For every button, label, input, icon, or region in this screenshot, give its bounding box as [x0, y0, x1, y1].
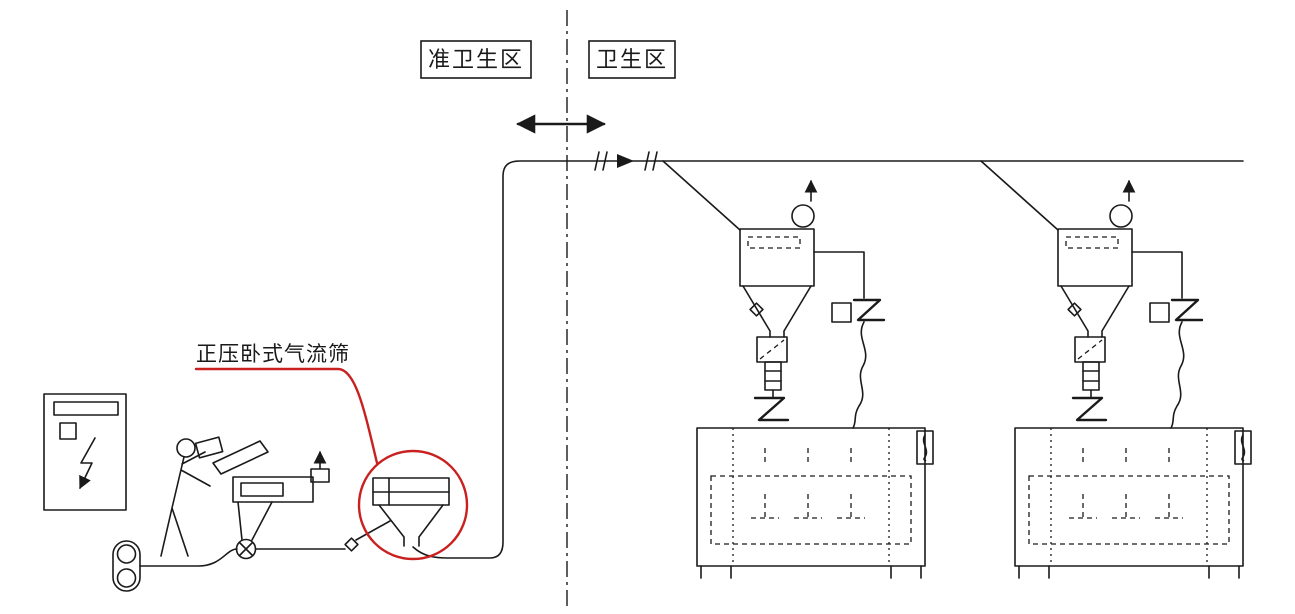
blower-lobe-top — [116, 544, 137, 564]
pipe-coupling-marks — [594, 151, 658, 171]
zone-label-sanitary: 卫生区 — [596, 47, 668, 72]
sieve-highlight-annotation: 正压卧式气流筛 — [194, 343, 469, 561]
sieve-inlet-nozzle-icon — [344, 537, 359, 552]
feeder-cone — [237, 501, 273, 541]
blower-pipe — [139, 548, 238, 567]
receiver-station-1 — [663, 161, 933, 578]
operator-figure — [160, 436, 224, 557]
feeder-vent-box — [310, 468, 330, 483]
sieve-label: 正压卧式气流筛 — [196, 343, 350, 366]
main-conveying-pipe — [412, 151, 1244, 559]
feeder-screen — [240, 482, 284, 497]
sieve-inlet-line — [355, 520, 391, 541]
feeder-body — [232, 476, 314, 503]
blower-casing — [112, 540, 141, 592]
blower-lobe-bottom — [116, 568, 137, 588]
airlock-valve-cross — [238, 541, 254, 557]
annotation-leader-line — [194, 367, 379, 465]
sieve-hopper — [378, 504, 444, 547]
conveying-pipe — [412, 160, 1244, 559]
zone-label-box-sanitary — [588, 40, 676, 79]
high-voltage-icon — [79, 437, 96, 490]
operator-head — [176, 438, 196, 458]
material-bag — [194, 436, 224, 459]
feeder-open-lid — [212, 440, 269, 475]
cabinet-display — [53, 401, 119, 416]
rotary-airlock-valve — [139, 538, 346, 567]
receiver-station-2 — [981, 161, 1251, 578]
roots-blower — [112, 540, 141, 592]
flow-direction-arrow-icon — [617, 154, 634, 168]
zone-labels: 准卫生区 卫生区 — [420, 40, 676, 79]
highlight-circle — [357, 449, 469, 561]
zone-label-box-quasi-sanitary — [420, 40, 532, 79]
bag-dump-feeder — [212, 440, 330, 541]
control-cabinet — [43, 393, 127, 511]
zone-label-quasi-sanitary: 准卫生区 — [428, 47, 524, 72]
cabinet-body — [43, 393, 127, 511]
cabinet-switch — [59, 422, 77, 440]
airflow-sieve — [344, 477, 450, 552]
sieve-deck-lines — [372, 477, 450, 506]
operator-body — [160, 451, 211, 557]
